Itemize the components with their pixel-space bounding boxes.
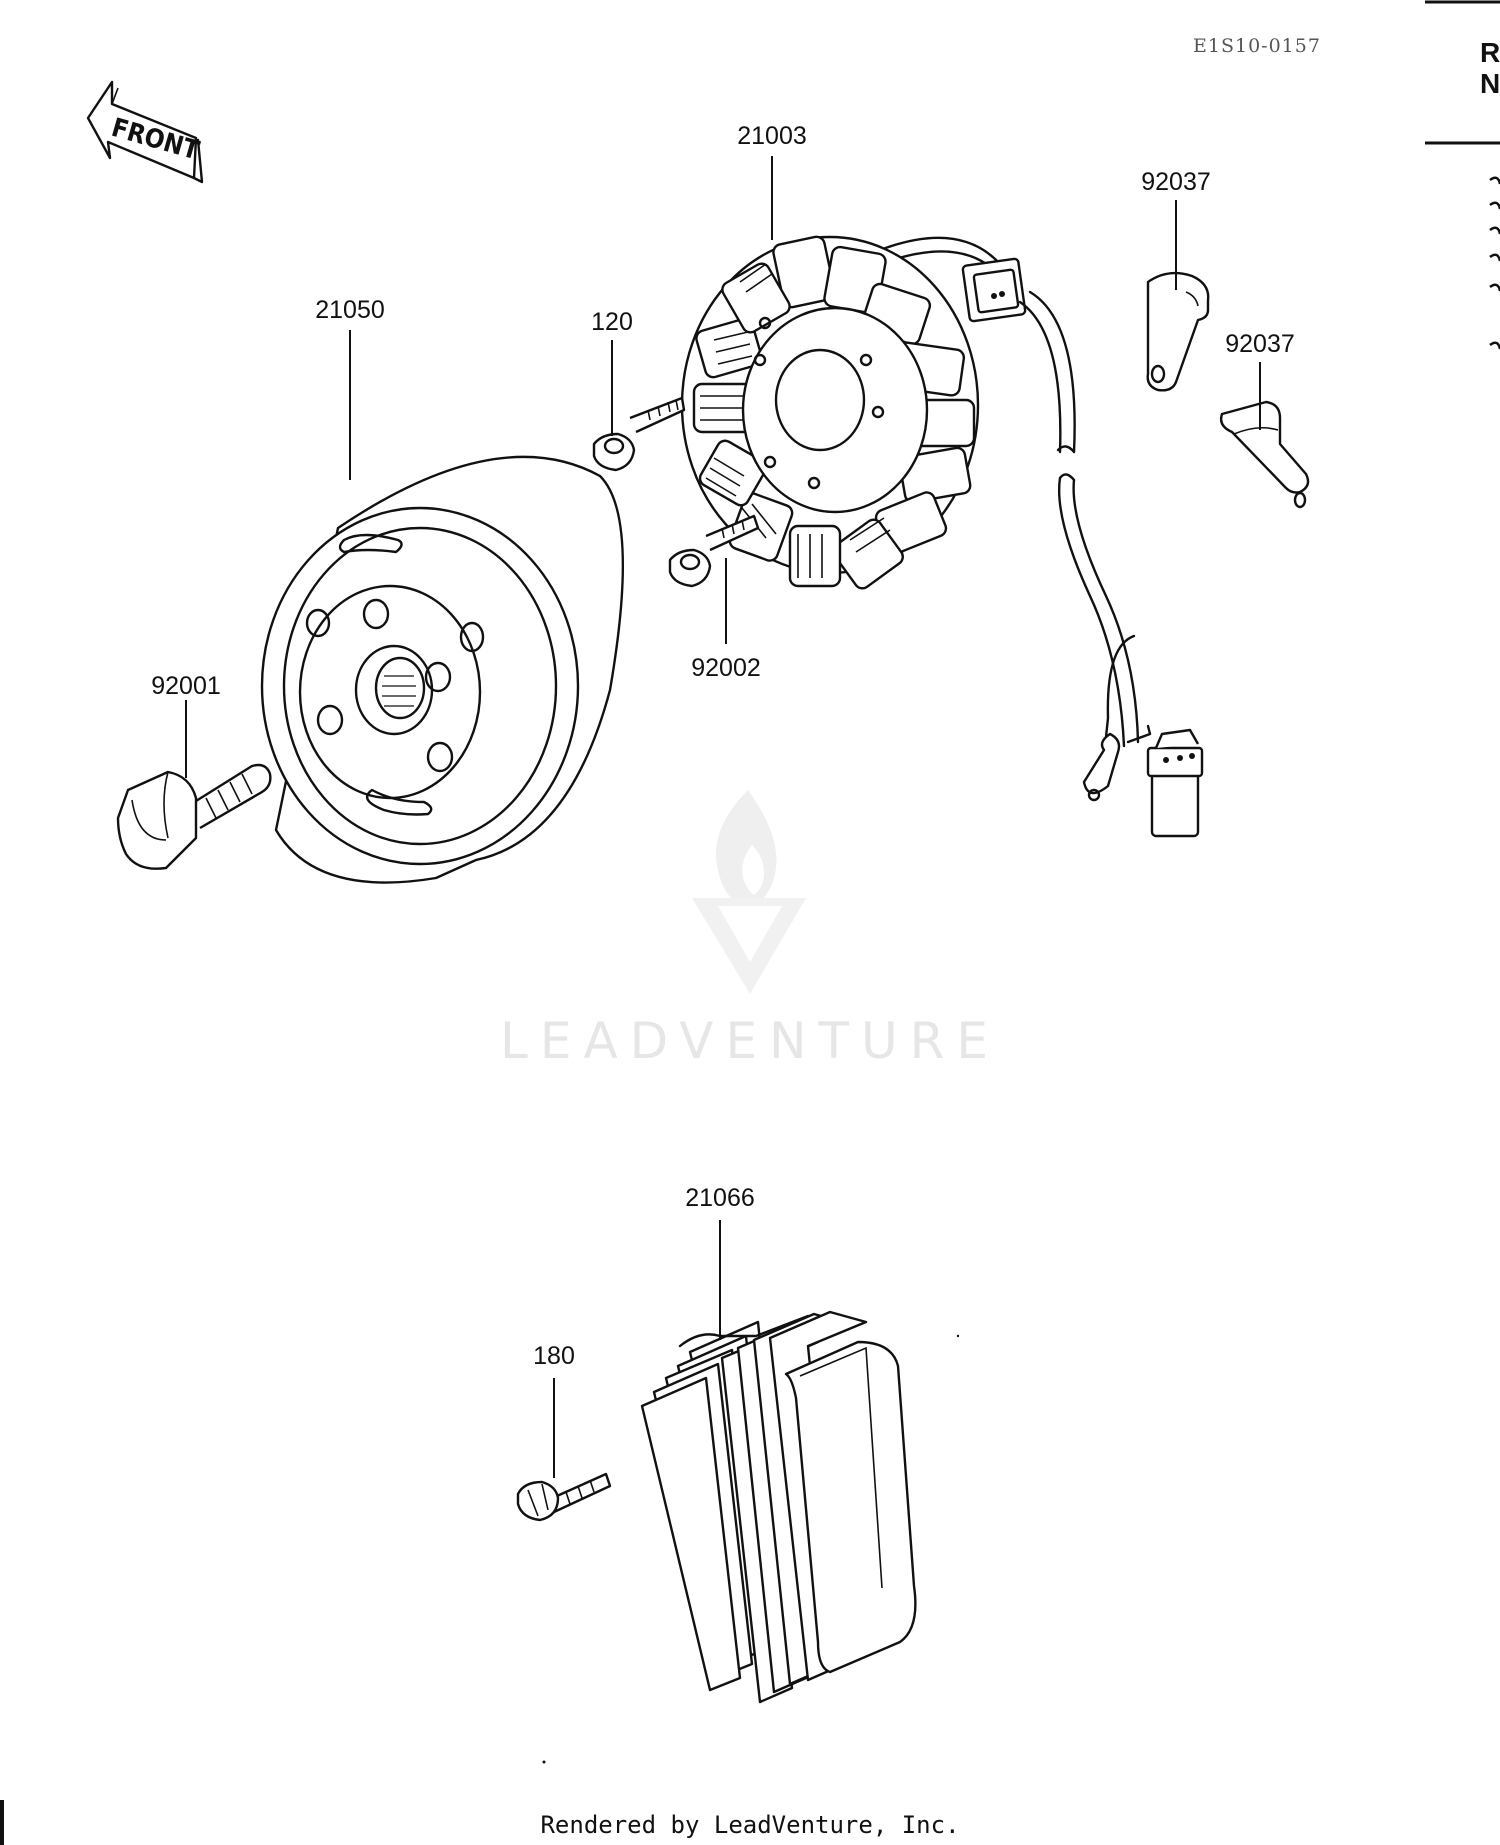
callout-21003: 21003 [737,122,807,240]
edge-fragment-r: R [1480,37,1500,68]
right-edge-fragments: R N [1425,0,1500,350]
part-number-92037-a: 92037 [1141,168,1211,196]
scan-speck [542,1760,546,1764]
edge-fragment-n: N [1480,68,1500,99]
callout-92001: 92001 [151,672,221,778]
bolt-120 [592,396,686,472]
bolt-92001 [116,763,272,870]
watermark-logo [692,790,806,994]
callout-21050: 21050 [315,296,385,480]
left-edge-mark [0,1800,4,1845]
part-number-92037-b: 92037 [1225,330,1295,358]
callout-120: 120 [591,308,633,436]
part-number-21003: 21003 [737,122,807,150]
reference-code: E1S10-0157 [1193,35,1321,57]
callout-92002: 92002 [691,558,761,682]
part-number-120: 120 [591,308,633,336]
part-number-92001: 92001 [151,672,221,700]
clamp-92037-b [1219,400,1310,509]
clamp-92037-a [1146,271,1210,392]
part-number-92002: 92002 [691,654,761,682]
callout-180: 180 [533,1342,575,1478]
bolt-92002 [668,514,760,588]
scan-speck [956,1334,960,1338]
callout-92037-a: 92037 [1141,168,1211,290]
part-number-180: 180 [533,1342,575,1370]
part-number-21050: 21050 [315,296,385,324]
callout-92037-b: 92037 [1225,330,1295,430]
part-number-21066: 21066 [685,1184,755,1212]
front-direction-arrow: FRONT [86,80,204,184]
watermark-text: LEADVENTURE [500,1012,1000,1070]
stator-21003 [680,235,1204,838]
footer-credit: Rendered by LeadVenture, Inc. [540,1811,959,1839]
callout-21066: 21066 [685,1184,755,1340]
rotor-flywheel-21050 [260,455,625,884]
regulator-21066 [640,1310,917,1704]
bolt-180 [516,1472,612,1522]
